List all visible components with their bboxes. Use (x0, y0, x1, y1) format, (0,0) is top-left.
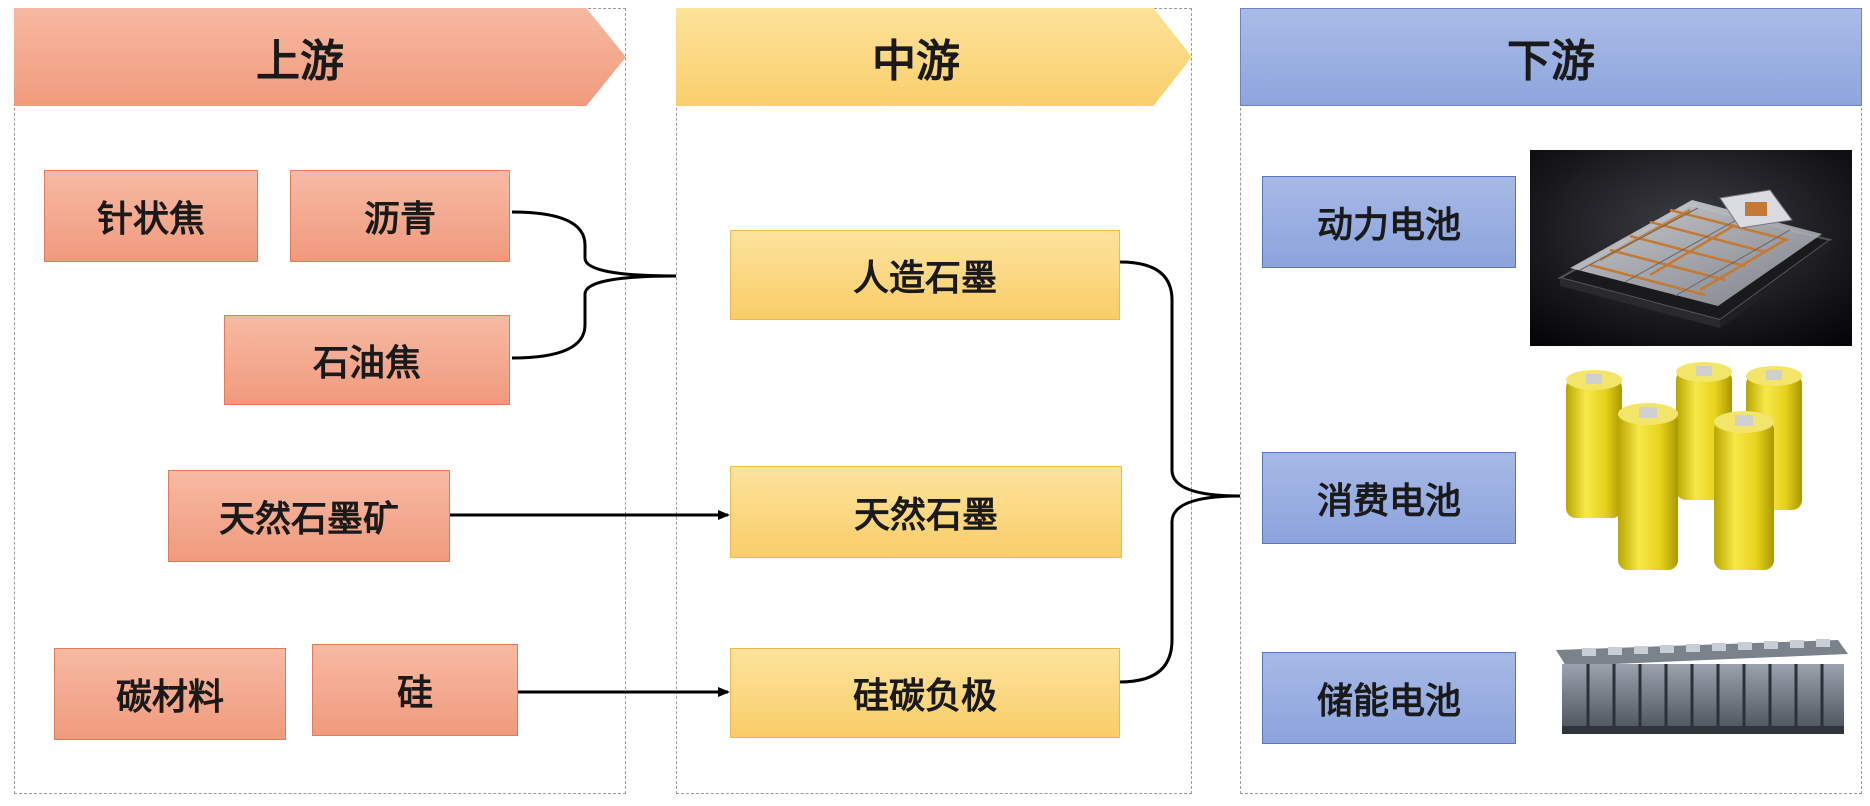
cell-front-left (1618, 403, 1678, 570)
consumer-battery-box: 消费电池 (1262, 452, 1516, 544)
consumer-battery-image (1530, 352, 1852, 590)
natural-graphite-ore-box: 天然石墨矿 (168, 470, 450, 562)
silicon-box: 硅 (312, 644, 518, 736)
storage-battery-image (1548, 622, 1854, 744)
power-battery-box: 动力电池 (1262, 176, 1516, 268)
petroleum-coke-box: 石油焦 (224, 315, 510, 405)
cell-front-right (1714, 411, 1774, 570)
natural-graphite-box: 天然石墨 (730, 466, 1122, 558)
upstream-header: 上游 (14, 8, 626, 106)
carbon-material-box: 碳材料 (54, 648, 286, 740)
pitch-box: 沥青 (290, 170, 510, 262)
bracket-mid-bottom (1119, 494, 1241, 684)
cell-back-left (1566, 370, 1622, 518)
power-battery-image (1530, 150, 1852, 346)
bracket-pitch-coke (511, 210, 677, 278)
midstream-header: 中游 (676, 8, 1192, 106)
bracket-coke-lower (511, 274, 677, 360)
silicon-carbon-anode-box: 硅碳负极 (730, 648, 1120, 738)
bracket-mid-top (1119, 260, 1241, 498)
downstream-header: 下游 (1240, 8, 1862, 106)
artificial-graphite-box: 人造石墨 (730, 230, 1120, 320)
needle-coke-box: 针状焦 (44, 170, 258, 262)
storage-battery-box: 储能电池 (1262, 652, 1516, 744)
